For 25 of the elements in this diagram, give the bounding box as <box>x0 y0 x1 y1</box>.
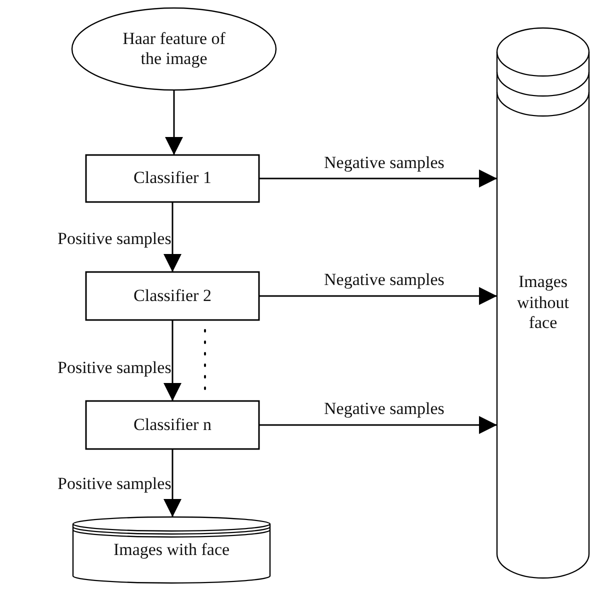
database-cylinder <box>496 27 590 579</box>
edge-label: Negative samples <box>324 154 444 172</box>
edge-label: Negative samples <box>324 271 444 290</box>
arrow <box>164 449 182 517</box>
node-label: Classifier 1 <box>134 168 212 189</box>
node-label: Classifier 2 <box>134 286 212 306</box>
node-label: Images without face <box>516 272 570 334</box>
arrow <box>164 320 182 401</box>
node-label: Classifier n <box>134 414 212 436</box>
process-box <box>85 271 260 321</box>
edge-label: Positive samples <box>58 230 172 249</box>
process-box <box>85 400 260 450</box>
edge-label: Positive samples <box>58 475 172 494</box>
arrow <box>259 170 497 188</box>
arrow <box>259 287 497 305</box>
node-label: Images with face <box>113 540 230 560</box>
node-label: Haar feature of the image <box>122 28 226 70</box>
arrow <box>164 202 182 272</box>
edge-label: Positive samples <box>58 359 172 378</box>
arrow <box>259 416 497 434</box>
process-box <box>85 154 260 203</box>
edge-label: Negative samples <box>324 400 444 419</box>
arrow <box>165 90 183 155</box>
start-ellipse <box>71 7 277 91</box>
database-cylinder <box>72 516 271 584</box>
